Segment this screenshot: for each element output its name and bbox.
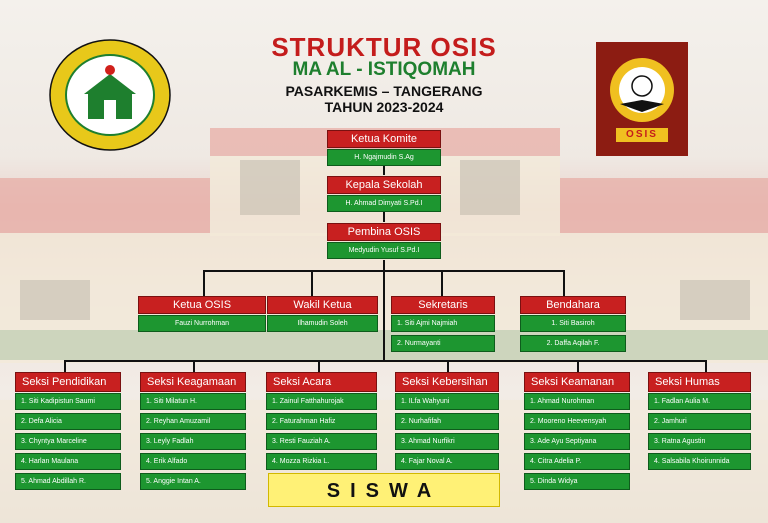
chart-title: STRUKTUR OSIS xyxy=(271,32,497,62)
seksi-humas-member: 3. Ratna Agustin xyxy=(648,433,751,450)
connector-line xyxy=(203,270,565,272)
connector-line xyxy=(64,360,706,362)
connector-line xyxy=(441,270,443,296)
seksi-humas-member: 4. Salsabila Khoirunnida xyxy=(648,453,751,470)
seksi-kebersihan-member: 2. Nurhafifah xyxy=(395,413,499,430)
connector-line xyxy=(203,270,205,296)
osis-logo-text: OSIS xyxy=(626,129,658,140)
bendahara-title: Bendahara xyxy=(520,296,626,314)
seksi-kebersihan-member: 4. Fajar Noval A. xyxy=(395,453,499,470)
connector-line xyxy=(383,260,385,270)
connector-line xyxy=(383,272,385,360)
seksi-keamanan-member: 1. Ahmad Nurohman xyxy=(524,393,630,410)
bg-roof-left xyxy=(0,178,210,233)
seksi-pendidikan-member: 5. Ahmad Abdillah R. xyxy=(15,473,121,490)
connector-line xyxy=(64,360,66,372)
seksi-pendidikan-member: 2. Defa Alicia xyxy=(15,413,121,430)
seksi-kebersihan-member: 1. ILfa Wahyuni xyxy=(395,393,499,410)
seksi-acara-member: 4. Mozza Rizkia L. xyxy=(266,453,377,470)
seksi-humas-member: 2. Jamhuri xyxy=(648,413,751,430)
sekretaris-member: 1. Siti Ajmi Najmiah xyxy=(391,315,495,332)
osis-emblem-icon xyxy=(610,58,674,142)
wakil-ketua-name: Ilhamudin Soleh xyxy=(267,315,378,332)
bg-window xyxy=(20,280,90,320)
seksi-humas-title: Seksi Humas xyxy=(648,372,751,392)
osis-logo: OSIS xyxy=(596,42,688,156)
connector-line xyxy=(383,212,385,222)
bg-window xyxy=(240,160,300,215)
sekretaris-title: Sekretaris xyxy=(391,296,495,314)
bg-window xyxy=(680,280,750,320)
kepala-sekolah-title: Kepala Sekolah xyxy=(327,176,441,194)
seksi-pendidikan-member: 4. Harlan Maulana xyxy=(15,453,121,470)
wakil-ketua-title: Wakil Ketua xyxy=(267,296,378,314)
bendahara-member: 1. Siti Basiroh xyxy=(520,315,626,332)
seksi-keamanan-title: Seksi Keamanan xyxy=(524,372,630,392)
ketua-komite-name: H. Ngajmudin S.Ag xyxy=(327,149,441,166)
bg-window xyxy=(460,160,520,215)
yayasan-logo xyxy=(49,39,171,151)
seksi-keamanan-member: 2. Mooreno Heevensyah xyxy=(524,413,630,430)
seksi-keagamaan-title: Seksi Keagamaan xyxy=(140,372,246,392)
connector-line xyxy=(577,360,579,372)
seksi-acara-member: 1. Zainul Fatthahurojak xyxy=(266,393,377,410)
seksi-keamanan-member: 4. Citra Adelia P. xyxy=(524,453,630,470)
seksi-pendidikan-member: 3. Chyntya Marceline xyxy=(15,433,121,450)
seksi-keagamaan-member: 1. Siti Milatun H. xyxy=(140,393,246,410)
bg-roof-right xyxy=(560,178,768,233)
seksi-humas-member: 1. Fadlan Aulia M. xyxy=(648,393,751,410)
pembina-osis-title: Pembina OSIS xyxy=(327,223,441,241)
seksi-keagamaan-member: 4. Erik Alfado xyxy=(140,453,246,470)
seksi-pendidikan-member: 1. Siti Kadipistun Saumi xyxy=(15,393,121,410)
connector-line xyxy=(705,360,707,372)
pembina-osis-name: Medyudin Yusuf S.Pd.I xyxy=(327,242,441,259)
connector-line xyxy=(383,165,385,175)
connector-line xyxy=(311,270,313,296)
seksi-keamanan-member: 5. Dinda Widya xyxy=(524,473,630,490)
seksi-kebersihan-member: 3. Ahmad Nurfikri xyxy=(395,433,499,450)
kepala-sekolah-name: H. Ahmad Dimyati S.Pd.I xyxy=(327,195,441,212)
bendahara-member: 2. Daffa Aqilah F. xyxy=(520,335,626,352)
connector-line xyxy=(318,360,320,372)
seksi-keagamaan-member: 2. Reyhan Amuzamil xyxy=(140,413,246,430)
seksi-keagamaan-member: 5. Anggie Intan A. xyxy=(140,473,246,490)
seksi-kebersihan-title: Seksi Kebersihan xyxy=(395,372,499,392)
ketua-osis-name: Fauzi Nurrohman xyxy=(138,315,266,332)
connector-line xyxy=(563,270,565,296)
school-name: MA AL - ISTIQOMAH xyxy=(292,59,476,80)
connector-line xyxy=(447,360,449,372)
school-location: PASARKEMIS – TANGERANG xyxy=(285,83,483,99)
school-year: TAHUN 2023-2024 xyxy=(324,99,444,115)
sekretaris-member: 2. Nurmayanti xyxy=(391,335,495,352)
connector-line xyxy=(193,360,195,372)
ketua-osis-title: Ketua OSIS xyxy=(138,296,266,314)
seksi-acara-member: 3. Resti Fauziah A. xyxy=(266,433,377,450)
siswa-box: SISWA xyxy=(268,473,500,507)
ketua-komite-title: Ketua Komite xyxy=(327,130,441,148)
seksi-keamanan-member: 3. Ade Ayu Septiyana xyxy=(524,433,630,450)
seksi-keagamaan-member: 3. Leyly Fadlah xyxy=(140,433,246,450)
seksi-acara-member: 2. Faturahman Hafiz xyxy=(266,413,377,430)
seksi-pendidikan-title: Seksi Pendidikan xyxy=(15,372,121,392)
seksi-acara-title: Seksi Acara xyxy=(266,372,377,392)
